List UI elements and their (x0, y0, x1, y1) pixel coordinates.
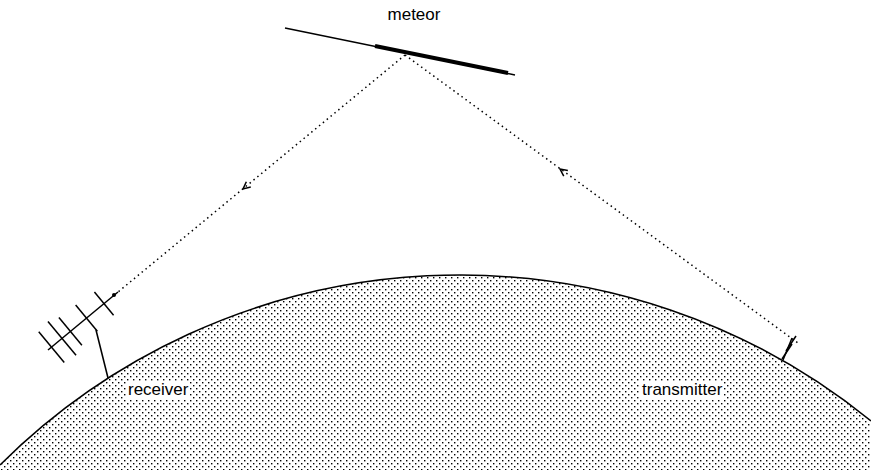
label-text: meteor (386, 6, 443, 25)
label-text: receiver (126, 381, 190, 400)
label-text: transmitter (640, 381, 724, 400)
meteor-trail-bright (375, 46, 508, 73)
earth-ground (0, 275, 871, 470)
ray-arrowheads (243, 169, 568, 189)
receiver-antenna (39, 292, 118, 378)
transmitter-antenna (782, 336, 796, 360)
incident-ray (405, 55, 798, 343)
earth-surface (0, 275, 871, 465)
meteor-trail (285, 28, 515, 75)
reflected-ray (118, 55, 405, 292)
